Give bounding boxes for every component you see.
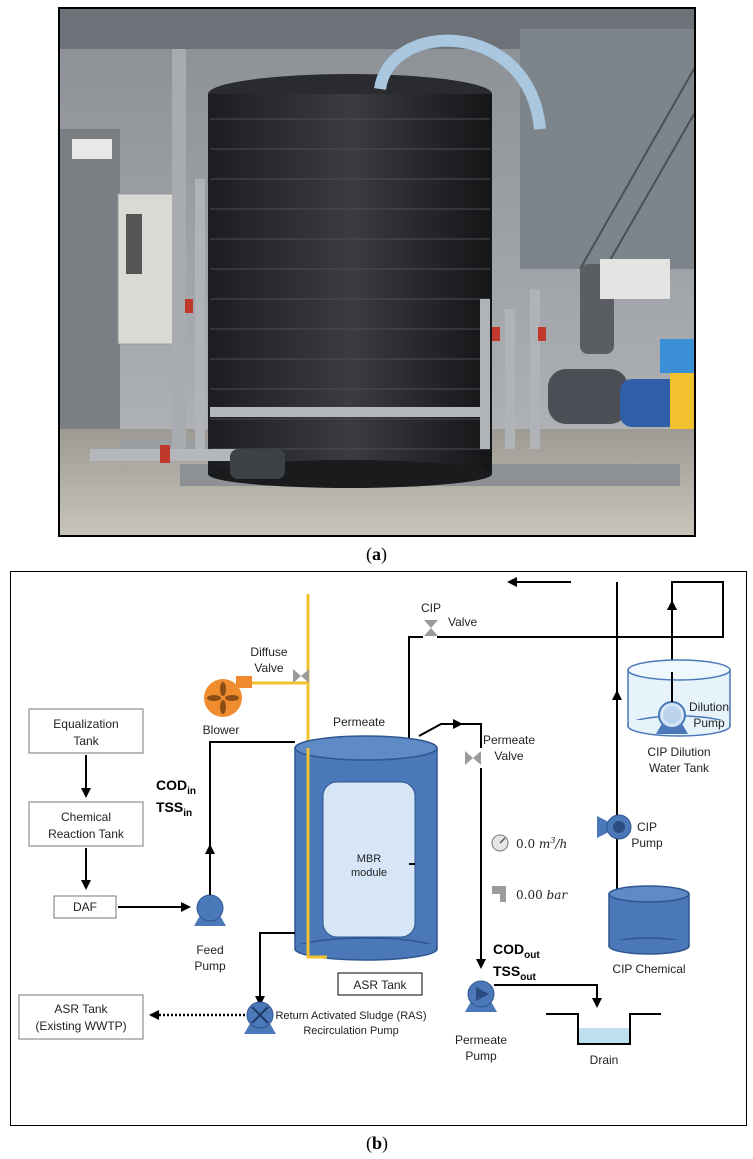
dilution-pump-icon — [656, 701, 688, 734]
cip-dilution-tank-label: CIP Dilution — [647, 745, 710, 759]
drain-label: Drain — [590, 1053, 619, 1067]
chemical-reaction-tank-label-2: Reaction Tank — [48, 827, 125, 841]
permeate-valve-label-2: Valve — [494, 749, 523, 763]
cip-pump-label: CIP — [637, 820, 657, 834]
drain-icon — [546, 1013, 661, 1045]
diffuse-valve-label-2: Valve — [254, 661, 283, 675]
caption-a: a — [372, 544, 381, 564]
cip-chemical-tank — [608, 885, 690, 955]
permeate-valve-label: Permeate — [483, 733, 535, 747]
feed-pump-label: Feed — [196, 943, 223, 957]
daf-label: DAF — [73, 900, 97, 914]
cip-chemical-label: CIP Chemical — [612, 962, 685, 976]
equalization-tank-label-2: Tank — [73, 734, 99, 748]
process-flow-diagram: CIP Valve Diffuse Valve Blower — [10, 571, 747, 1126]
permeate-pump-label: Permeate — [455, 1033, 507, 1047]
cip-valve-label: CIP — [421, 601, 441, 615]
asr-existing-label: ASR Tank — [54, 1002, 108, 1016]
caption-b: b — [372, 1133, 383, 1153]
asr-existing-label-2: (Existing WWTP) — [35, 1019, 126, 1033]
pressure-gauge-reading: 0.00 bar — [516, 888, 568, 902]
blower-icon — [204, 676, 252, 717]
ras-pump-label: Return Activated Sludge (RAS) — [275, 1010, 426, 1022]
feed-pump-icon — [194, 894, 226, 926]
ras-pump-label-2: Recirculation Pump — [303, 1025, 398, 1037]
cip-pump-label-2: Pump — [631, 836, 663, 850]
feed-pump-label-2: Pump — [194, 959, 226, 973]
cod-in-label: CODin — [156, 777, 196, 797]
cod-out-label: CODout — [493, 941, 540, 961]
dilution-pump-label: Dilution — [689, 700, 729, 714]
mbr-module-label-2: module — [351, 867, 387, 879]
flow-meter-icon — [491, 834, 509, 852]
mbr-module-label: MBR — [357, 853, 382, 865]
tss-out-label: TSSout — [493, 963, 536, 983]
blower-label: Blower — [203, 723, 240, 737]
asr-tank-label: ASR Tank — [353, 978, 407, 992]
permeate-valve-icon — [465, 751, 481, 765]
equalization-tank-label: Equalization — [53, 717, 118, 731]
dilution-pump-label-2: Pump — [693, 716, 725, 730]
permeate-pump-label-2: Pump — [465, 1049, 497, 1063]
cip-pump-icon — [597, 814, 632, 840]
flow-meter-reading: 0.0 m3/h — [516, 836, 567, 851]
chemical-reaction-tank-label: Chemical — [61, 810, 111, 824]
cip-valve-icon — [424, 620, 438, 636]
cip-dilution-tank-label-2: Water Tank — [649, 761, 710, 775]
diffuse-valve-label: Diffuse — [250, 645, 287, 659]
cip-valve-label-2: Valve — [448, 615, 477, 629]
ras-pump-icon — [244, 1001, 276, 1034]
tss-in-label: TSSin — [156, 799, 192, 819]
permeate-label: Permeate — [333, 715, 385, 729]
asr-tank — [294, 735, 438, 961]
permeate-pump-icon — [465, 980, 497, 1012]
equipment-photo — [58, 7, 696, 537]
pressure-gauge-icon — [492, 886, 506, 902]
diffuse-valve-icon — [293, 669, 309, 683]
